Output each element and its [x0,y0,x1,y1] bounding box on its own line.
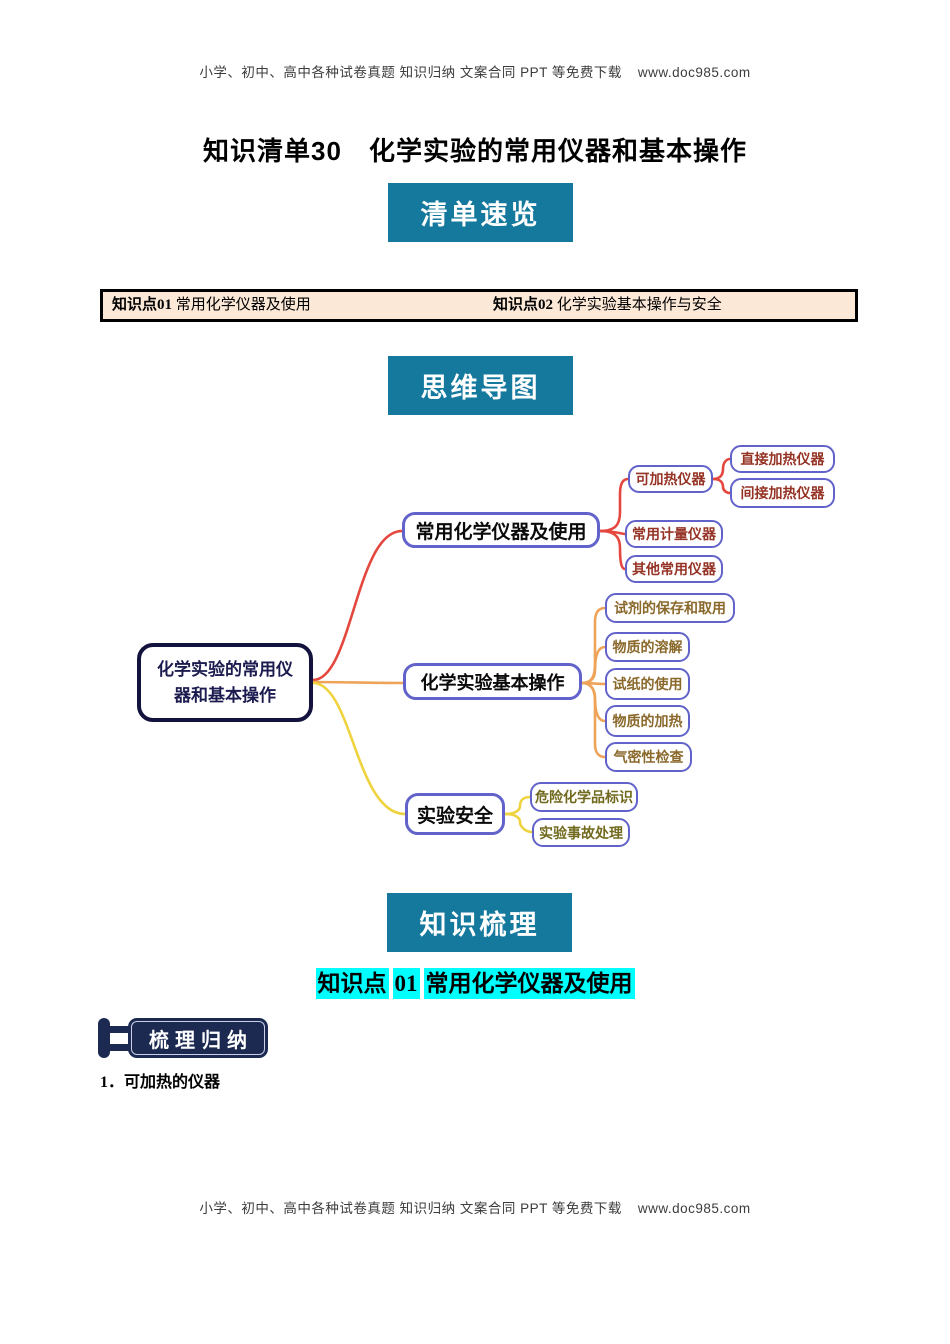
badge-bar-icon [98,1018,110,1058]
summary-badge: 梳理归纳 [98,1017,270,1059]
toc-item-1: 知识点01 常用化学仪器及使用 [112,292,311,319]
footer-text: 小学、初中、高中各种试卷真题 知识归纳 文案合同 PPT 等免费下载 [199,1201,622,1216]
mindmap-leaf-indirect-heating: 间接加热仪器 [730,478,835,508]
mindmap-leaf-dissolving: 物质的溶解 [605,632,690,662]
kp-heading-title: 常用化学仪器及使用 [423,968,635,999]
badge-connector-bottom [109,1044,129,1051]
mindmap-leaf-heatable: 可加热仪器 [628,465,713,493]
badge-connector-top [109,1026,129,1033]
kp-heading-number: 01 [392,968,420,999]
banner-mindmap-label: 思维导图 [420,373,541,403]
banner-knowledge-label: 知识梳理 [419,910,540,940]
badge-box: 梳理归纳 [128,1018,268,1058]
mindmap-leaf-other-instruments: 其他常用仪器 [625,555,723,583]
header-url: www.doc985.com [637,65,751,80]
mindmap-leaf-heating-substance: 物质的加热 [605,705,690,737]
mindmap-root-line2: 器和基本操作 [174,685,276,705]
mindmap-connectors [311,457,732,834]
mindmap-leaf-hazard-signs: 危险化学品标识 [530,782,638,812]
list-item-1: 1．可加热的仪器 [100,1074,221,1091]
mindmap-leaf-measuring: 常用计量仪器 [625,520,723,548]
kp-heading-prefix: 知识点 [315,968,389,999]
header-text: 小学、初中、高中各种试卷真题 知识归纳 文案合同 PPT 等免费下载 [199,65,622,80]
banner-overview: 清单速览 [388,183,592,260]
page-title: 知识清单30 化学实验的常用仪器和基本操作 [203,136,747,166]
mindmap-leaf-accident-handling: 实验事故处理 [532,818,630,847]
mindmap-branch-instruments: 常用化学仪器及使用 [402,512,600,548]
toc-item-2-prefix: 知识点02 [493,297,554,313]
page-footer: 小学、初中、高中各种试卷真题 知识归纳 文案合同 PPT 等免费下载 www.do… [0,1197,950,1217]
mindmap-branch-operations: 化学实验基本操作 [403,663,582,700]
badge-label: 梳理归纳 [149,1029,253,1052]
footer-url: www.doc985.com [637,1201,751,1216]
banner-overview-label: 清单速览 [420,200,541,230]
banner-mindmap: 思维导图 [388,356,592,433]
mindmap-leaf-test-paper: 试纸的使用 [605,668,690,700]
toc-item-2-title: 化学实验基本操作与安全 [556,297,722,313]
mindmap-leaf-reagent-storage: 试剂的保存和取用 [605,593,735,623]
mindmap-leaf-direct-heating: 直接加热仪器 [730,445,835,473]
page-header: 小学、初中、高中各种试卷真题 知识归纳 文案合同 PPT 等免费下载 www.do… [0,61,950,81]
toc-item-2: 知识点02 化学实验基本操作与安全 [493,292,722,319]
knowledge-point-table: 知识点01 常用化学仪器及使用 知识点02 化学实验基本操作与安全 [100,289,858,322]
mindmap-root-line1: 化学实验的常用仪 [157,660,293,679]
mindmap-branch-safety: 实验安全 [405,793,505,835]
mindmap-leaf-airtightness: 气密性检查 [605,742,692,772]
badge-inner-outline [131,1021,265,1055]
toc-item-1-prefix: 知识点01 [112,297,173,313]
banner-knowledge: 知识梳理 [387,893,591,970]
toc-item-1-title: 常用化学仪器及使用 [175,297,311,313]
mindmap-root-node: 化学实验的常用仪 器和基本操作 [137,643,313,722]
